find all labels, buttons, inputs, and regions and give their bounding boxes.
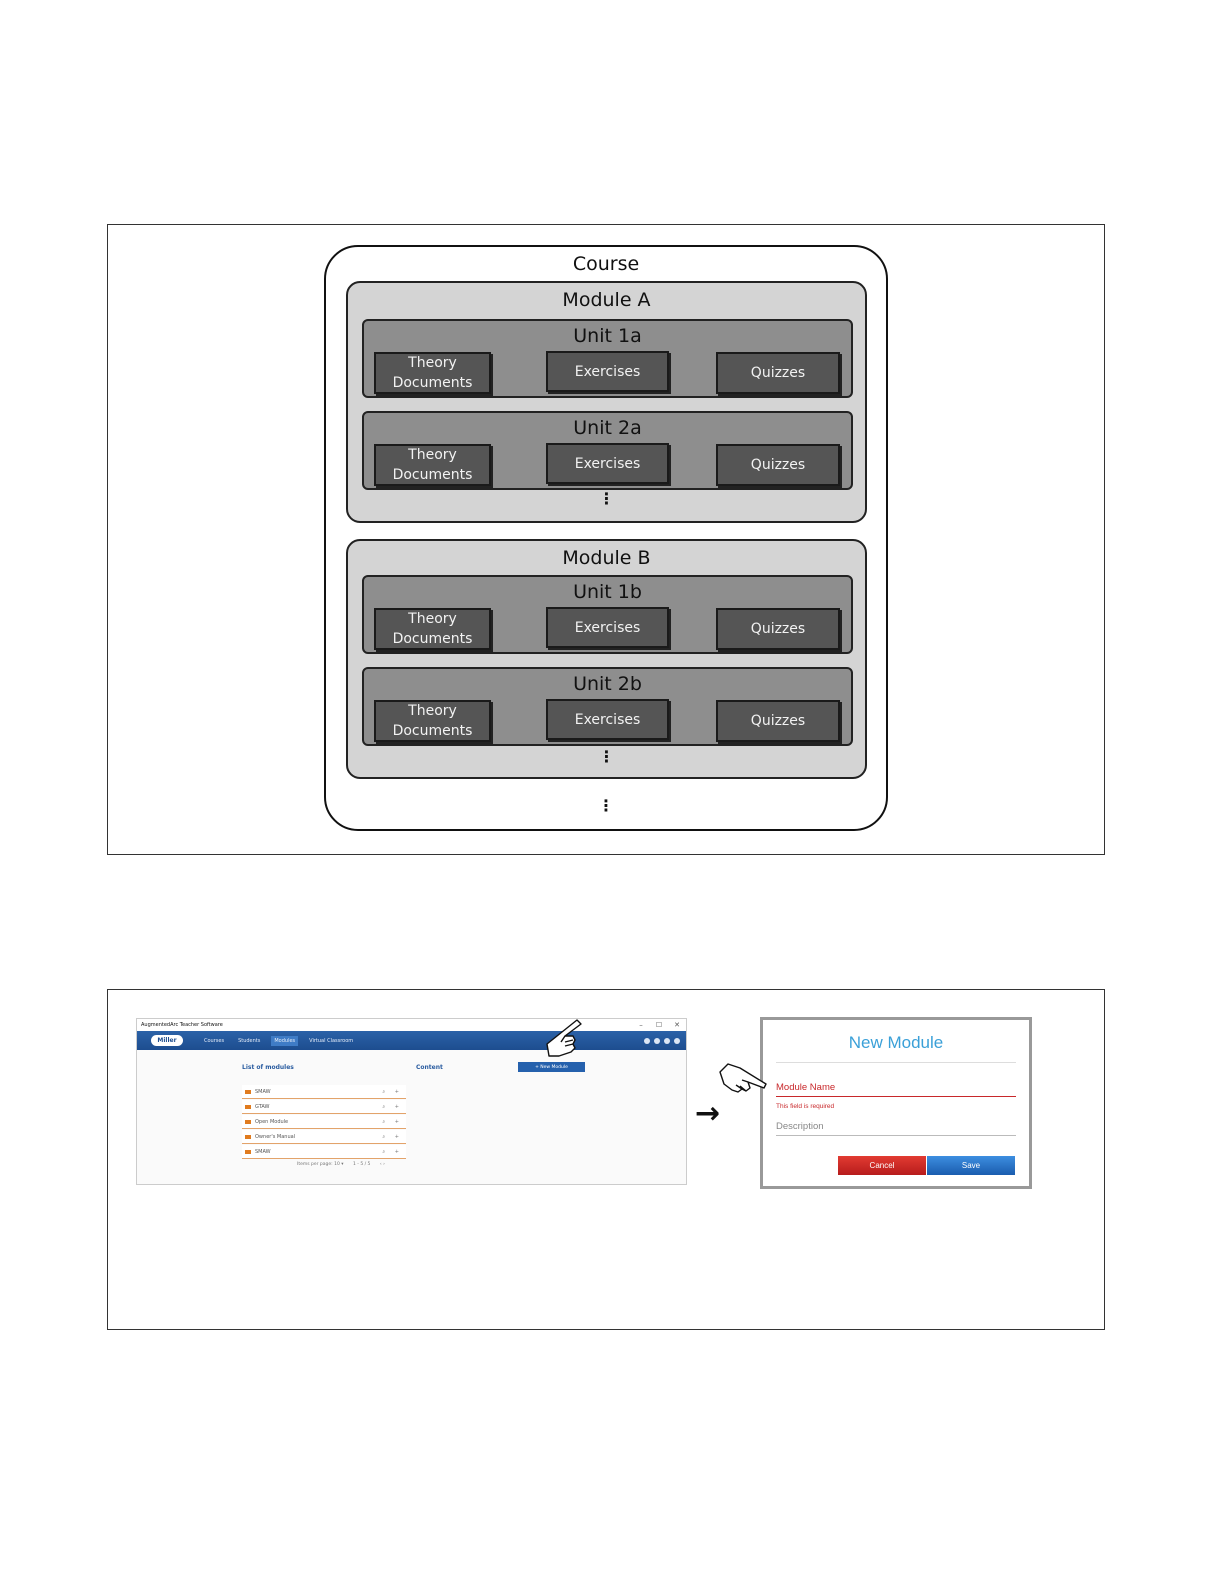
- list-item[interactable]: GTAW ⌕ +: [242, 1100, 406, 1114]
- cancel-button[interactable]: Cancel: [838, 1156, 926, 1175]
- module-item-label: Open Module: [255, 1118, 289, 1125]
- search-add-icons[interactable]: ⌕ +: [382, 1148, 403, 1155]
- folder-icon: [245, 1119, 251, 1124]
- nav-virtual-classroom[interactable]: Virtual Classroom: [309, 1037, 354, 1044]
- navbar-icons: [644, 1037, 686, 1044]
- more-units-ellipsis: ⋮: [598, 747, 615, 766]
- list-item[interactable]: SMAW ⌕ +: [242, 1085, 406, 1099]
- pointing-hand-icon: [546, 1019, 582, 1057]
- list-of-modules-heading: List of modules: [242, 1064, 294, 1071]
- quizzes-box: Quizzes: [716, 352, 840, 394]
- close-button[interactable]: ✕: [674, 1021, 680, 1029]
- new-module-figure: AugmentedArc Teacher Software – ☐ ✕ Mill…: [107, 989, 1105, 1330]
- dialog-title: New Module: [848, 1033, 944, 1052]
- module-title: Module B: [562, 547, 651, 569]
- maximize-button[interactable]: ☐: [655, 1021, 663, 1029]
- folder-icon: [245, 1089, 251, 1094]
- page-range: 1 - 5 / 5: [352, 1162, 371, 1167]
- items-per-page-select[interactable]: Items per page: 10 ▾: [297, 1162, 344, 1167]
- nav-modules[interactable]: Modules: [271, 1035, 299, 1046]
- page-nav-arrows[interactable]: ‹ ›: [379, 1162, 385, 1167]
- module-item-label: GTAW: [255, 1103, 270, 1110]
- quizzes-box: Quizzes: [716, 700, 840, 742]
- theory-label: Theory: [408, 703, 457, 719]
- documents-label: Documents: [392, 467, 473, 483]
- nav-students[interactable]: Students: [238, 1037, 261, 1044]
- new-module-dialog: New Module Module Name This field is req…: [760, 1017, 1032, 1189]
- title-divider: [776, 1062, 1016, 1063]
- module-title: Module A: [562, 289, 651, 311]
- more-modules-ellipsis: ⋮: [598, 796, 614, 815]
- content-heading: Content: [416, 1064, 443, 1071]
- wifi-icon[interactable]: [644, 1037, 650, 1044]
- save-button[interactable]: Save: [927, 1156, 1015, 1175]
- module-name-underline: [776, 1096, 1016, 1097]
- exercises-box: Exercises: [546, 607, 669, 648]
- pointing-hand-icon: [719, 1063, 767, 1093]
- module-item-label: SMAW: [255, 1088, 271, 1095]
- miller-logo: Miller: [151, 1035, 183, 1046]
- module-name-field[interactable]: Module Name: [776, 1082, 836, 1093]
- module-item-label: Owner's Manual: [255, 1133, 296, 1140]
- unit-title: Unit 1a: [573, 325, 642, 347]
- unit-title: Unit 1b: [573, 581, 642, 603]
- exercises-box: Exercises: [546, 699, 669, 740]
- app-window: AugmentedArc Teacher Software – ☐ ✕ Mill…: [136, 1018, 687, 1185]
- description-underline: [776, 1135, 1016, 1136]
- quizzes-box: Quizzes: [716, 444, 840, 486]
- course-title: Course: [572, 253, 640, 275]
- new-module-button[interactable]: + New Module: [518, 1062, 585, 1072]
- folder-icon: [245, 1104, 251, 1109]
- more-units-ellipsis: ⋮: [598, 489, 615, 508]
- window-title: AugmentedArc Teacher Software: [141, 1022, 223, 1028]
- theory-label: Theory: [408, 447, 457, 463]
- top-navbar: Miller Courses Students Modules Virtual …: [137, 1031, 686, 1050]
- documents-label: Documents: [392, 375, 473, 391]
- documents-label: Documents: [392, 723, 473, 739]
- unit-title: Unit 2a: [573, 417, 642, 439]
- required-error-message: This field is required: [776, 1103, 835, 1110]
- settings-icon[interactable]: [664, 1037, 670, 1044]
- documents-label: Documents: [392, 631, 473, 647]
- nav-courses[interactable]: Courses: [204, 1037, 225, 1044]
- exercises-box: Exercises: [546, 351, 669, 392]
- window-titlebar: AugmentedArc Teacher Software – ☐ ✕: [137, 1019, 686, 1031]
- pagination: Items per page: 10 ▾ 1 - 5 / 5 ‹ ›: [297, 1162, 393, 1167]
- arrow-icon: →: [695, 1096, 721, 1131]
- theory-label: Theory: [408, 355, 457, 371]
- module-item-label: SMAW: [255, 1148, 271, 1155]
- exercises-box: Exercises: [546, 443, 669, 484]
- folder-icon: [245, 1134, 251, 1139]
- theory-label: Theory: [408, 611, 457, 627]
- folder-icon: [245, 1149, 251, 1154]
- module-list: SMAW ⌕ + GTAW ⌕ + Open Module ⌕ + Owner's M…: [242, 1085, 406, 1160]
- unit-title: Unit 2b: [573, 673, 642, 695]
- list-item[interactable]: Open Module ⌕ +: [242, 1115, 406, 1129]
- search-add-icons[interactable]: ⌕ +: [382, 1133, 403, 1140]
- list-item[interactable]: SMAW ⌕ +: [242, 1145, 406, 1159]
- quizzes-box: Quizzes: [716, 608, 840, 650]
- description-field[interactable]: Description: [776, 1121, 824, 1132]
- list-item[interactable]: Owner's Manual ⌕ +: [242, 1130, 406, 1144]
- search-add-icons[interactable]: ⌕ +: [382, 1103, 403, 1110]
- search-add-icons[interactable]: ⌕ +: [382, 1088, 403, 1095]
- search-add-icons[interactable]: ⌕ +: [382, 1118, 403, 1125]
- user-icon[interactable]: [674, 1037, 680, 1044]
- refresh-icon[interactable]: [654, 1037, 660, 1044]
- minimize-button[interactable]: –: [639, 1021, 643, 1029]
